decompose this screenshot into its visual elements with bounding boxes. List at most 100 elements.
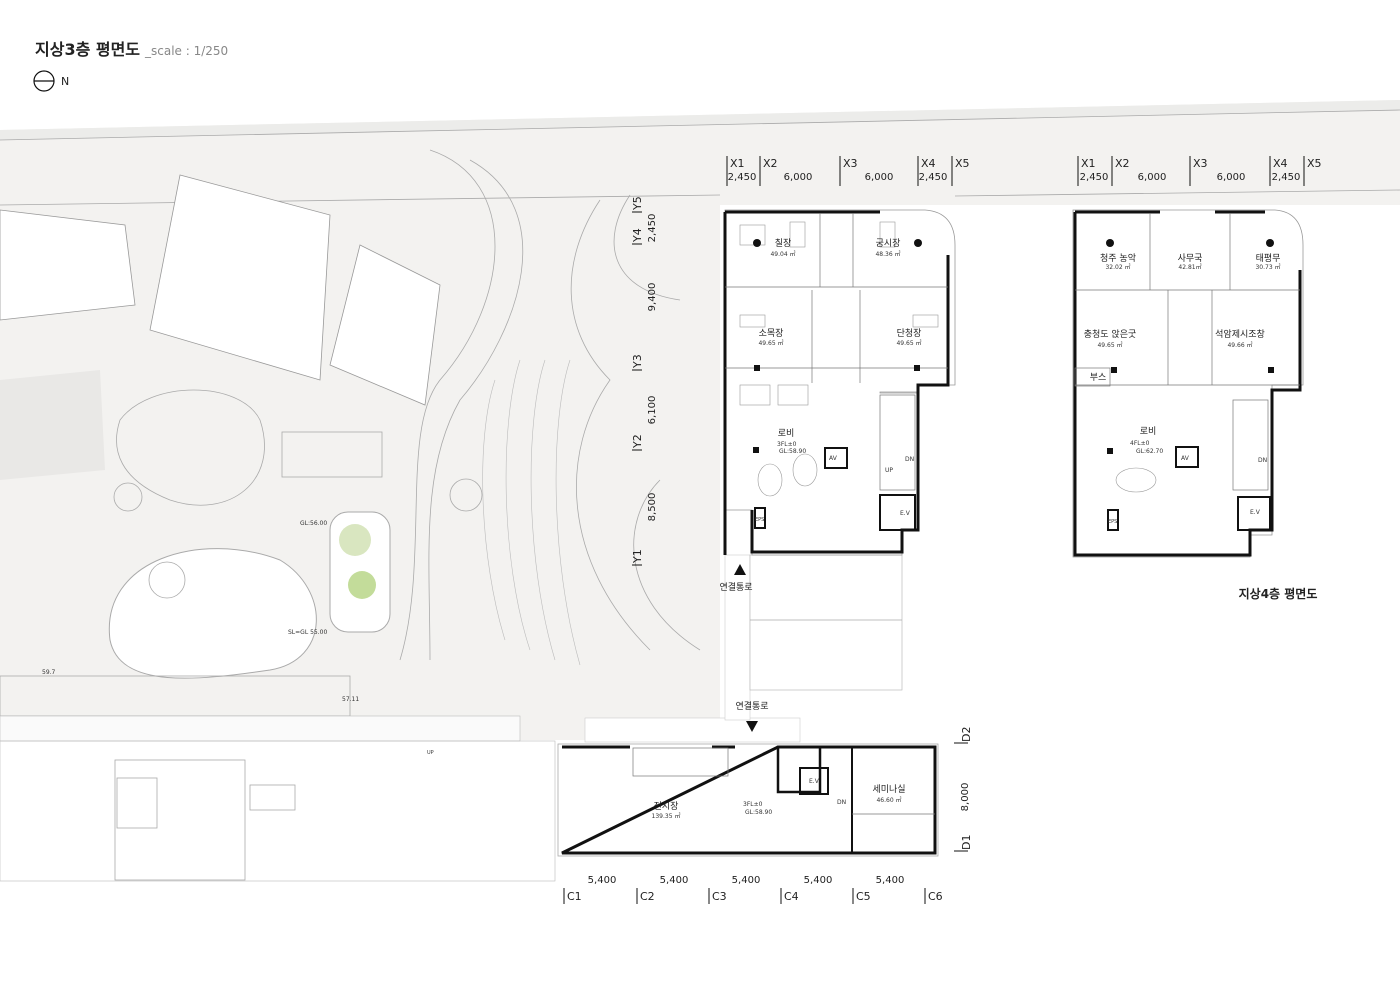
room-name: 칠장 <box>775 238 792 249</box>
room-name: 세미나실 <box>872 784 905 795</box>
room-name: 석암제시조창 <box>1215 328 1265 340</box>
dim-c: 5,400 <box>876 875 905 886</box>
room-name: 궁시장 <box>876 238 901 249</box>
room-name: 소목장 <box>759 328 784 339</box>
floor3-plan <box>723 209 956 556</box>
room-area: 49.66 ㎡ <box>1227 341 1252 349</box>
room-area: 30.73 ㎡ <box>1255 263 1280 271</box>
dn-label: DN <box>837 799 846 806</box>
grid-x4: X4 <box>921 157 936 170</box>
tree-icon <box>339 524 371 556</box>
dim-c: 5,400 <box>732 875 761 886</box>
ev-label: E.V <box>1250 509 1261 516</box>
room-name: 태평무 <box>1256 253 1281 264</box>
floor4-title: 지상4층 평면도 <box>1239 586 1318 601</box>
arrow-down-icon <box>746 721 758 732</box>
dim-y: 2,450 <box>647 214 658 243</box>
arrow-up-icon <box>734 564 746 575</box>
north-arrow-icon <box>33 70 55 92</box>
north-label: N <box>61 75 69 88</box>
stair-up-label: UP <box>427 750 434 756</box>
up-label: UP <box>885 467 893 474</box>
dim-y: 6,100 <box>647 396 658 425</box>
grid-y1: Y1 <box>631 549 644 564</box>
floor4-grid-x <box>1077 156 1305 186</box>
site-elevation: 59.7 <box>42 669 56 676</box>
floor3-grid-x <box>726 156 953 186</box>
ground-level: GL:58.90 <box>779 448 806 455</box>
dim-x: 6,000 <box>1138 172 1167 183</box>
dim-x: 6,000 <box>784 172 813 183</box>
grid-c6: C6 <box>928 890 943 903</box>
room-name: 청주 농악 <box>1100 252 1136 264</box>
site-level: GL:56.00 <box>300 520 327 527</box>
grid-c5: C5 <box>856 890 871 903</box>
lobby-name: 로비 <box>1140 426 1157 437</box>
site-plan <box>0 100 1400 882</box>
floor-level: 3FL±0 <box>777 441 797 448</box>
grid-d1: D1 <box>960 835 973 850</box>
dim-c: 5,400 <box>804 875 833 886</box>
grid-x4: X4 <box>1273 157 1288 170</box>
av-label: AV <box>1181 455 1190 462</box>
dim-x: 2,450 <box>1080 172 1109 183</box>
grid-x3: X3 <box>1193 157 1208 170</box>
grid-d2: D2 <box>960 727 973 742</box>
corridor-label: 연결통로 <box>735 701 768 712</box>
room-name: 충청도 앉은굿 <box>1084 328 1137 340</box>
annex-plan <box>557 743 939 857</box>
floor3-grid-y <box>632 211 642 566</box>
dim-x: 2,450 <box>919 172 948 183</box>
room-name: 전시장 <box>654 801 679 812</box>
grid-x2: X2 <box>1115 157 1130 170</box>
grid-c2: C2 <box>640 890 655 903</box>
room-name: 단청장 <box>897 328 922 339</box>
page-title: 지상3층 평면도 <box>35 40 140 59</box>
dn-label: DN <box>905 456 914 463</box>
dn-label: DN <box>1258 457 1267 464</box>
dim-x: 2,450 <box>1272 172 1301 183</box>
dim-d: 8,000 <box>960 783 971 812</box>
ground-level: GL:58.90 <box>745 809 772 816</box>
grid-c3: C3 <box>712 890 727 903</box>
scale-label: _scale : 1/250 <box>144 44 228 58</box>
dim-c: 5,400 <box>588 875 617 886</box>
grid-x1: X1 <box>1081 157 1096 170</box>
room-area: 49.04 ㎡ <box>770 250 795 258</box>
room-area: 46.60 ㎡ <box>876 796 901 804</box>
grid-x2: X2 <box>763 157 778 170</box>
eps-label: EPS <box>755 517 764 523</box>
grid-x1: X1 <box>730 157 745 170</box>
floor-level: 4FL±0 <box>1130 440 1150 447</box>
floor4-plan <box>1072 209 1304 558</box>
site-elevation: 57.11 <box>342 696 359 703</box>
room-area: 49.65 ㎡ <box>896 339 921 347</box>
dim-y: 9,400 <box>647 283 658 312</box>
dim-x: 2,450 <box>728 172 757 183</box>
grid-x3: X3 <box>843 157 858 170</box>
dim-x: 6,000 <box>865 172 894 183</box>
grid-c1: C1 <box>567 890 582 903</box>
grid-y3: Y3 <box>631 354 644 369</box>
grid-d <box>954 742 968 852</box>
dim-y: 8,500 <box>647 493 658 522</box>
ev-label: E.V <box>809 778 820 785</box>
ev-label: E.V <box>900 510 911 517</box>
av-label: AV <box>829 455 838 462</box>
ground-level: GL:62.70 <box>1136 448 1163 455</box>
corridor-label: 연결통로 <box>719 582 752 593</box>
room-area: 49.65 ㎡ <box>758 339 783 347</box>
grid-c4: C4 <box>784 890 799 903</box>
dim-x: 6,000 <box>1217 172 1246 183</box>
grid-x5: X5 <box>1307 157 1322 170</box>
room-area: 139.35 ㎡ <box>652 812 681 820</box>
room-area: 32.02 ㎡ <box>1105 263 1130 271</box>
room-area: 48.36 ㎡ <box>875 250 900 258</box>
tree-icon <box>348 571 376 599</box>
room-name: 부스 <box>1090 372 1107 383</box>
floor-level: 3FL±0 <box>743 801 763 808</box>
room-name: 사무국 <box>1178 253 1203 264</box>
site-level: SL=GL 55.00 <box>288 629 327 636</box>
room-area: 42.81㎡ <box>1178 263 1201 271</box>
